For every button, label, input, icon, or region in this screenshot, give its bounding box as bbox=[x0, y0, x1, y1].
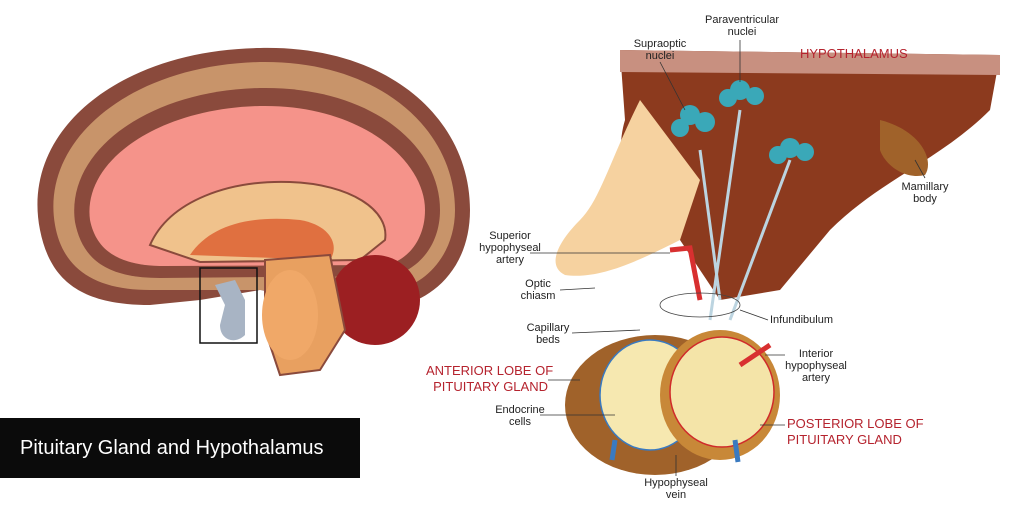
pituitary-detail bbox=[555, 50, 1000, 475]
label-infundibulum: Infundibulum bbox=[770, 314, 833, 326]
diagram-title: Pituitary Gland and Hypothalamus bbox=[20, 436, 324, 459]
brain-sagittal bbox=[37, 47, 470, 377]
leader-lines bbox=[530, 40, 926, 476]
title-banner: Pituitary Gland and Hypothalamus bbox=[0, 418, 360, 478]
zoom-box bbox=[199, 267, 258, 344]
cerebellum bbox=[330, 255, 420, 345]
posterior-lobe bbox=[669, 336, 775, 448]
label-hypothalamus: HYPOTHALAMUS bbox=[800, 46, 908, 61]
pituitary-small bbox=[215, 280, 245, 341]
